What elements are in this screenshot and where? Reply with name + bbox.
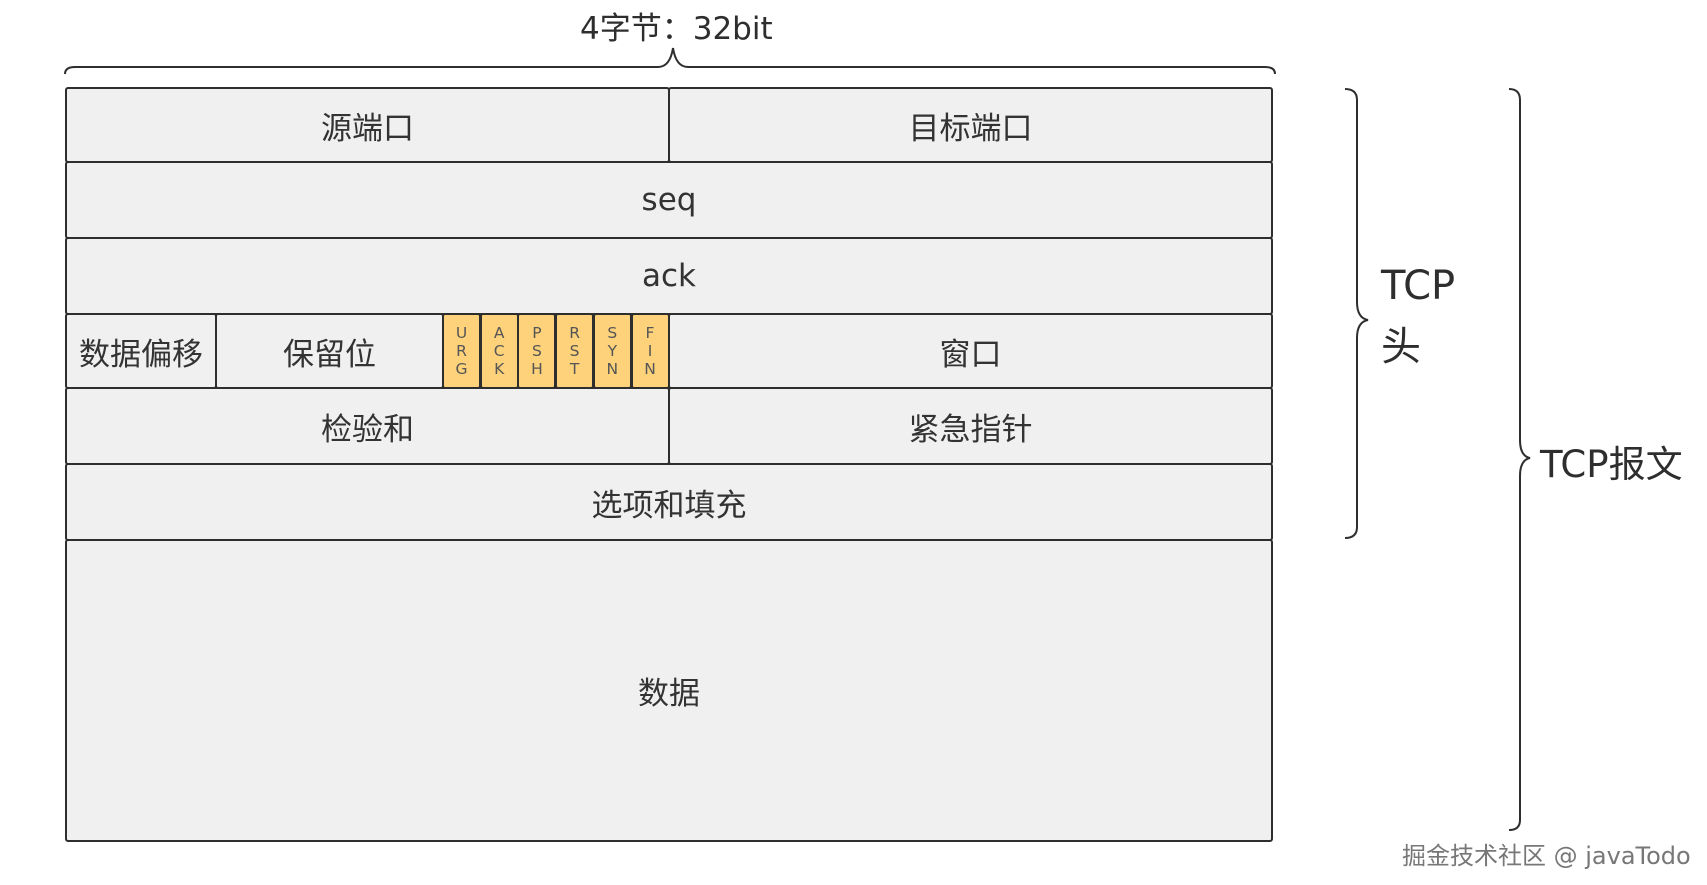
flag-letter: R	[456, 342, 467, 360]
flag-letter: S	[607, 324, 618, 342]
flag-letter: P	[532, 324, 542, 342]
flag-letter: T	[569, 360, 580, 378]
urgent-pointer-field: 紧急指针	[668, 387, 1273, 465]
flag-letter: F	[645, 324, 655, 342]
data-offset-field: 数据偏移	[65, 313, 217, 389]
checksum-field: 检验和	[65, 387, 670, 465]
flag-letter: I	[647, 342, 653, 360]
window-size-field: 窗口	[668, 313, 1273, 389]
tcp-header-label-line1: TCP	[1381, 263, 1456, 309]
flag-letter: C	[493, 342, 505, 360]
flag-letter: G	[455, 360, 468, 378]
flag-letter: U	[455, 324, 468, 342]
flag-letter: N	[606, 360, 619, 378]
width-label: 4字节：32bit	[580, 11, 773, 47]
flag-letter: S	[531, 342, 542, 360]
flag-letter: Y	[607, 342, 618, 360]
reserved-field: 保留位	[215, 313, 444, 389]
flag-letter: K	[494, 360, 505, 378]
destination-port-field: 目标端口	[668, 87, 1273, 163]
source-port-field: 源端口	[65, 87, 670, 163]
flag-letter: A	[493, 324, 505, 342]
options-padding-field: 选项和填充	[65, 463, 1273, 541]
data-payload-field: 数据	[65, 539, 1273, 842]
flag-letter: N	[644, 360, 656, 378]
flag-letter: H	[531, 360, 543, 378]
acknowledgment-number-field: ack	[65, 237, 1273, 315]
tcp-header-label-line2: 头	[1381, 324, 1421, 370]
flag-letter: R	[569, 324, 580, 342]
watermark: 掘金技术社区 @ javaTodo	[1402, 842, 1691, 870]
tcp-segment-label: TCP报文	[1540, 443, 1683, 486]
sequence-number-field: seq	[65, 161, 1273, 239]
flag-letter: S	[569, 342, 580, 360]
